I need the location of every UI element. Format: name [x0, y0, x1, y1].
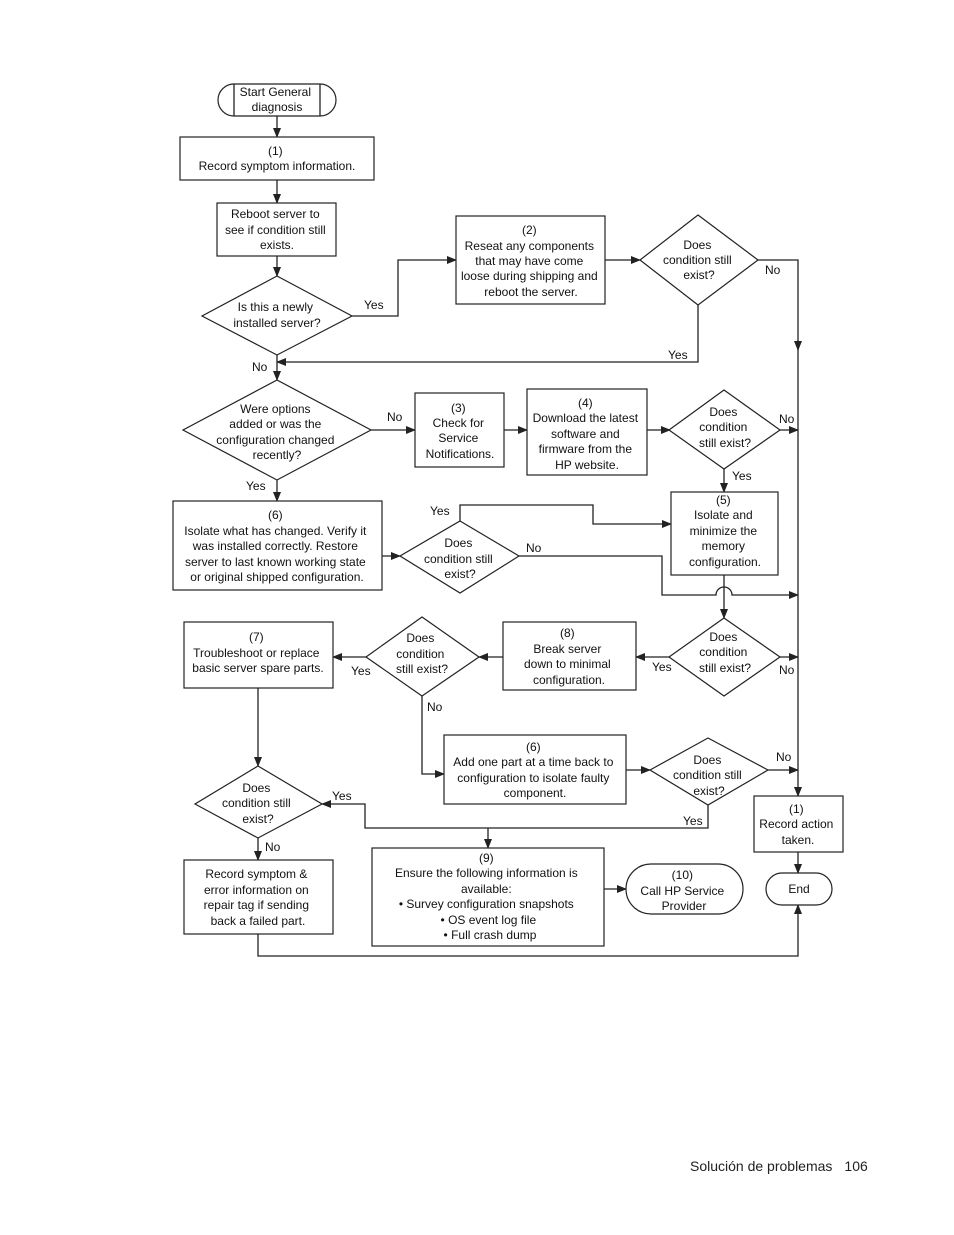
edge-labels: Yes No Yes No No No Yes Yes Yes No Yes N…	[246, 263, 795, 854]
reseat-label: (2) Reseat any components that may have …	[461, 223, 601, 299]
end-label: End	[788, 882, 809, 896]
edge-label-yes: Yes	[732, 469, 752, 483]
decision-still-4	[364, 616, 481, 697]
ensure-info-label: (9) Ensure the following information is …	[395, 851, 581, 942]
record-tag-box	[183, 859, 334, 935]
start-label: Start General diagnosis	[240, 85, 315, 114]
decision-still-5	[667, 617, 782, 697]
edge-label-no: No	[252, 360, 268, 374]
download-label: (4) Download the latest software and fir…	[533, 396, 642, 472]
decision-still-3	[398, 520, 521, 594]
add-part-label: (6) Add one part at a time back to confi…	[453, 740, 616, 800]
decision-still-5-label: Does condition still exist?	[699, 630, 751, 675]
decision-options-label: Were options added or was the configurat…	[216, 402, 337, 462]
start-terminator	[217, 83, 337, 117]
node-shapes	[172, 83, 844, 947]
footer-section-title: Solución de problemas	[690, 1158, 833, 1174]
decision-still-1-label: Does condition still exist?	[663, 238, 735, 282]
end-terminator	[765, 872, 833, 906]
add-part-box	[443, 734, 627, 805]
connectors	[254, 116, 802, 957]
record-action-label: (1) Record action taken.	[759, 802, 836, 847]
reseat-box	[455, 215, 606, 305]
decision-new-server	[200, 275, 354, 356]
decision-options	[181, 379, 373, 481]
edge-label-no: No	[387, 410, 403, 424]
decision-still-1	[639, 214, 759, 306]
decision-still-4-label: Does condition still exist?	[396, 631, 448, 676]
edge-label-yes: Yes	[430, 504, 450, 518]
decision-still-2-label: Does condition still exist?	[699, 405, 751, 450]
break-server-box	[502, 621, 637, 691]
edge-label-no: No	[427, 700, 443, 714]
page-footer: Solución de problemas 106	[690, 1158, 868, 1174]
call-hp-label: (10) Call HP Service Provider	[640, 868, 727, 913]
isolate-memory-box	[670, 491, 779, 576]
decision-still-7	[193, 765, 324, 839]
record-symptom-box	[179, 136, 375, 181]
call-hp-terminator	[625, 863, 744, 915]
decision-still-6	[648, 737, 770, 806]
troubleshoot-label: (7) Troubleshoot or replace basic server…	[192, 630, 323, 675]
break-server-label: (8) Break server down to minimal configu…	[524, 626, 614, 687]
edge-label-yes: Yes	[668, 348, 688, 362]
node-labels: Start General diagnosis (1) Record sympt…	[184, 85, 836, 942]
decision-still-6-label: Does condition still exist?	[673, 753, 745, 798]
check-notifications-label: (3) Check for Service Notifications.	[426, 401, 495, 461]
decision-still-2	[667, 389, 782, 470]
page-number: 106	[844, 1158, 868, 1174]
reboot-label: Reboot server to see if condition still …	[225, 207, 329, 252]
record-action-box	[753, 795, 844, 853]
decision-still-7-label: Does condition still exist?	[222, 781, 294, 826]
edge-label-yes: Yes	[246, 479, 266, 493]
edge-label-no: No	[779, 663, 795, 677]
decision-still-3-label: Does condition still exist?	[424, 536, 496, 581]
edge-label-no: No	[265, 840, 281, 854]
record-tag-label: Record symptom & error information on re…	[204, 867, 313, 928]
edge-label-no: No	[526, 541, 542, 555]
decision-new-server-label: Is this a newly installed server?	[233, 300, 321, 330]
ensure-info-box	[371, 847, 605, 947]
edge-label-no: No	[776, 750, 792, 764]
check-notifications-box	[414, 392, 505, 468]
isolate-memory-label: (5) Isolate and minimize the memory conf…	[689, 493, 761, 569]
edge-label-yes: Yes	[652, 660, 672, 674]
reboot-box	[216, 202, 337, 257]
edge-label-yes: Yes	[351, 664, 371, 678]
isolate-changed-label: (6) Isolate what has changed. Verify it …	[184, 508, 369, 584]
edge-label-no: No	[765, 263, 781, 277]
troubleshoot-box	[183, 621, 334, 689]
edge-label-no: No	[779, 412, 795, 426]
edge-label-yes: Yes	[332, 789, 352, 803]
edge-label-yes: Yes	[683, 814, 703, 828]
edge-label-yes: Yes	[364, 298, 384, 312]
isolate-changed-box	[172, 500, 383, 591]
record-symptom-label: (1) Record symptom information.	[199, 144, 356, 173]
download-box	[526, 388, 648, 476]
troubleshooting-flowchart: Start General diagnosis (1) Record sympt…	[172, 83, 844, 957]
